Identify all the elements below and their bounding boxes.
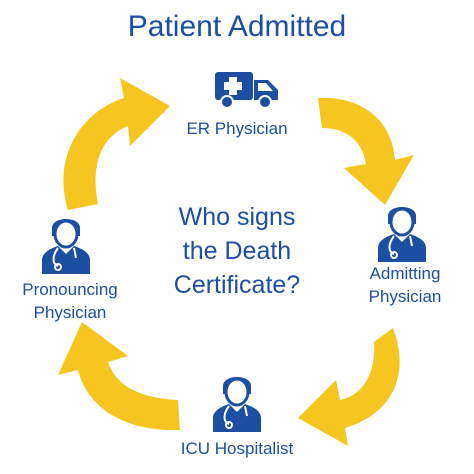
icu-hospitalist-label: ICU Hospitalist <box>180 439 294 458</box>
node-pronouncing-physician: Pronouncing Physician <box>4 278 136 324</box>
node-icu-hospitalist: ICU Hospitalist <box>157 438 317 460</box>
er-physician-label: ER Physician <box>186 119 288 138</box>
pronouncing-label-line-1: Pronouncing <box>22 280 118 299</box>
center-question-line-3: Certificate? <box>173 271 301 299</box>
diagram-title-text: Patient Admitted <box>127 10 347 43</box>
pronouncing-label-line-2: Physician <box>33 303 107 322</box>
admitting-label-line-1: Admitting <box>369 264 441 283</box>
doctor-icon-pronouncing <box>42 219 90 274</box>
diagram-title: Patient Admitted <box>0 8 474 46</box>
center-question-line-1: Who signs <box>178 203 296 231</box>
curved-arrow-icon-bottom-right <box>298 328 400 446</box>
admitting-label-line-2: Physician <box>368 287 442 306</box>
curved-arrow-icon-top-left <box>63 78 170 210</box>
curved-arrow-icon-bottom-left <box>58 322 180 431</box>
center-question: Who signs the Death Certificate? <box>137 200 337 302</box>
center-question-line-2: the Death <box>182 237 292 265</box>
node-admitting-physician: Admitting Physician <box>352 262 458 308</box>
doctor-icon-icu <box>213 377 261 432</box>
ambulance-icon <box>215 72 278 109</box>
node-er-physician: ER Physician <box>177 118 297 140</box>
doctor-icon-admitting <box>378 207 426 262</box>
curved-arrow-icon-top-right <box>318 97 414 205</box>
